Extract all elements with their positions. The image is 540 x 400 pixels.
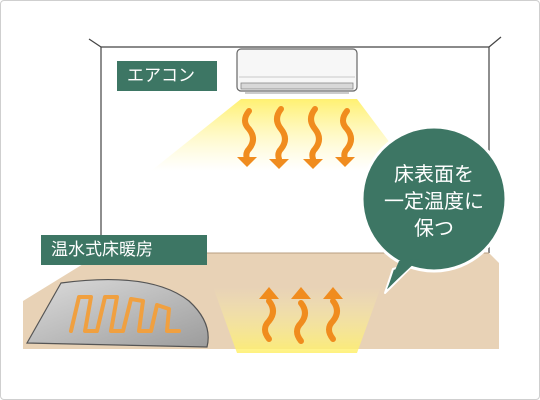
- callout-bubble: [360, 125, 508, 294]
- downward-arrows: [242, 106, 354, 162]
- callout-line-3: 保つ: [414, 216, 454, 240]
- callout-line-1: 床表面を: [394, 162, 474, 186]
- floor-heating-label: 温水式床暖房: [41, 235, 207, 265]
- upward-arrows: [262, 298, 340, 344]
- air-conditioner-label: エアコン: [117, 61, 217, 91]
- downward-arrowheads: [237, 157, 355, 169]
- callout-line-2: 一定温度に: [384, 189, 484, 213]
- callout-text: 床表面を 一定温度に 保つ: [369, 161, 499, 242]
- upward-arrowheads: [259, 287, 343, 299]
- floor-heating-panel: [25, 279, 209, 348]
- air-conditioner-unit: [236, 48, 358, 94]
- floor-warmth-cone: [213, 287, 381, 353]
